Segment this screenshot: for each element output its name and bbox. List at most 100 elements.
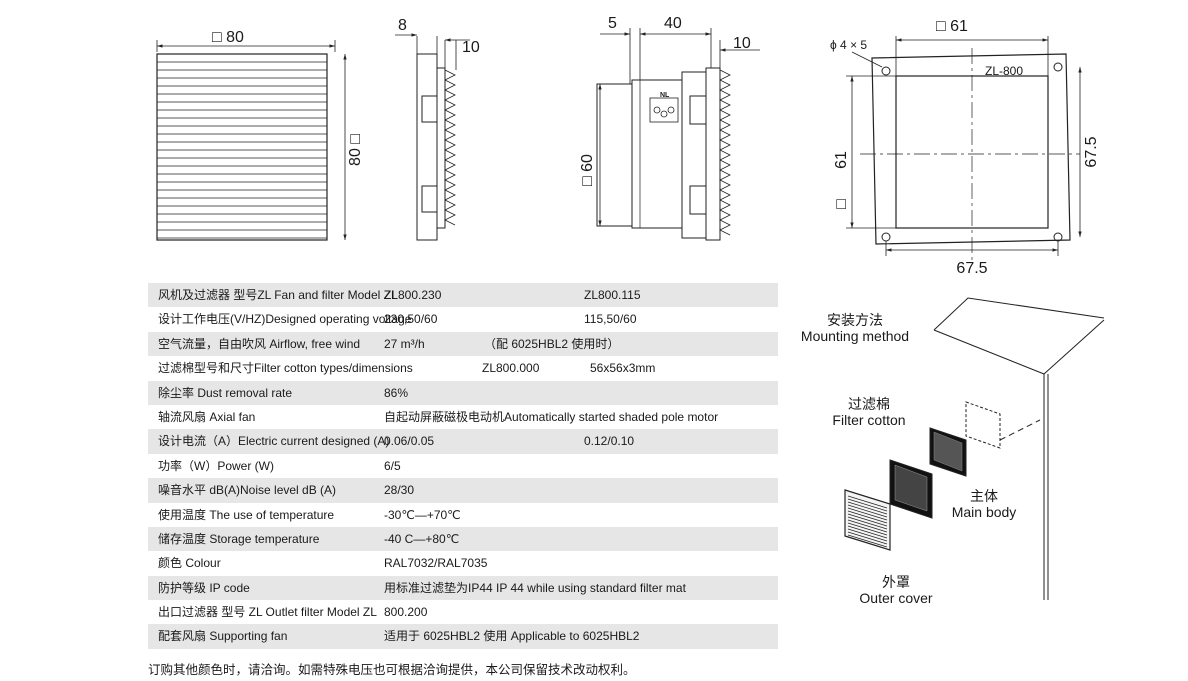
side2-label: NL xyxy=(660,92,670,99)
side-view-2 xyxy=(596,28,760,241)
spec-row: 出口过滤器 型号 ZL Outlet filter Model ZL 800.20… xyxy=(148,600,778,624)
spec-label: 功率（W）Power (W) xyxy=(158,458,274,473)
outer-cover-cn: 外罩 xyxy=(882,574,910,590)
spec-label: 使用温度 The use of temperature xyxy=(158,507,335,522)
spec-value-1: 800.200 xyxy=(384,605,428,620)
spec-row: 空气流量，自由吹风 Airflow, free wind 27 m³/h （配 60… xyxy=(148,331,778,357)
filter-cotton-cn: 过滤棉 xyxy=(848,396,890,412)
spec-label: 颜色 Colour xyxy=(158,556,221,571)
side-view-1 xyxy=(395,33,470,241)
front-side-dim: 80 □ xyxy=(347,134,364,166)
side2-height-dim: □ 60 xyxy=(579,154,596,186)
spec-label: 储存温度 Storage temperature xyxy=(158,531,320,546)
spec-value-1: RAL7032/RAL7035 xyxy=(384,556,488,571)
spec-label: 设计电流（A）Electric current designed (A) xyxy=(158,434,390,449)
cutout-hole-dim: ϕ 4 × 5 xyxy=(830,38,867,52)
spec-row: 颜色 Colour RAL7032/RAL7035 xyxy=(148,551,778,575)
cutout-top-dim: □ 61 xyxy=(936,18,968,35)
cover-grille-line xyxy=(847,528,888,542)
cutout-left-box: □ xyxy=(833,199,850,209)
spec-label: 设计工作电压(V/HZ)Designed operating voltage xyxy=(158,312,412,327)
spec-label: 轴流风扇 Axial fan xyxy=(158,409,256,424)
cover-grille-line xyxy=(847,516,888,530)
footnote: 订购其他颜色时，请洽询。如需特殊电压也可根据洽询提供，本公司保留技术改动权利。 xyxy=(148,663,636,677)
spec-value-1: -30℃—+70℃ xyxy=(384,507,461,522)
spec-row: 除尘率 Dust removal rate 86% xyxy=(148,380,778,405)
spec-row: 设计电流（A）Electric current designed (A)0.06… xyxy=(148,429,778,454)
spec-row: 功率（W）Power (W) 6/5 xyxy=(148,454,778,478)
cutout-left-dim: 61 xyxy=(833,151,850,169)
cover-grille-line xyxy=(847,507,888,521)
side2-dim-a: 5 xyxy=(608,15,617,32)
mounting-title: 安装方法 Mounting method xyxy=(797,312,913,344)
spec-value-1: 6/5 xyxy=(384,458,401,473)
side2-dim-c: 10 xyxy=(733,35,751,52)
spec-value-1: 86% xyxy=(384,385,409,400)
cover-grille-line xyxy=(847,510,888,524)
spec-value-2: 115,50/60 xyxy=(584,312,637,327)
cover-grille-line xyxy=(847,531,888,545)
spec-value-1: 27 m³/h xyxy=(384,336,425,351)
outer-cover-en: Outer cover xyxy=(859,590,933,606)
spec-label: 空气流量，自由吹风 Airflow, free wind xyxy=(158,336,361,351)
mounting-title-cn: 安装方法 xyxy=(827,312,883,328)
spec-value-3: 56x56x3mm xyxy=(590,361,656,376)
main-body-en: Main body xyxy=(951,504,1017,520)
spec-row: 防护等级 IP code 用标准过滤垫为IP44 IP 44 while usin… xyxy=(148,575,778,601)
side2-dim-b: 40 xyxy=(664,15,682,32)
filter-cotton-en: Filter cotton xyxy=(832,412,906,428)
spec-value-2: （配 6025HBL2 使用时） xyxy=(484,336,620,351)
cover-grille-line xyxy=(847,519,888,533)
spec-label: 防护等级 IP code xyxy=(158,580,250,595)
spec-row: 储存温度 Storage temperature -40 C—+80℃ xyxy=(148,526,778,552)
spec-row: 过滤棉型号和尺寸Filter cotton types/dimensions ZL… xyxy=(148,356,778,380)
spec-row: 配套风扇 Supporting fan 适用于 6025HBL2 使用 Appli… xyxy=(148,624,778,649)
spec-label: 出口过滤器 型号 ZL Outlet filter Model ZL xyxy=(158,605,377,620)
spec-value-1: 适用于 6025HBL2 使用 Applicable to 6025HBL2 xyxy=(384,629,640,644)
mounting-title-en: Mounting method xyxy=(800,328,910,344)
spec-value-1: 230,50/60 xyxy=(384,312,438,327)
spec-value-1: -40 C—+80℃ xyxy=(384,531,460,546)
spec-value-1: 用标准过滤垫为IP44 IP 44 while using standard f… xyxy=(384,580,686,595)
spec-label: 配套风扇 Supporting fan xyxy=(158,629,288,644)
spec-value-2: ZL800.000 xyxy=(482,361,540,376)
spec-value-1: 0.06/0.05 xyxy=(384,434,435,449)
outer-cover-label: 外罩 Outer cover xyxy=(854,574,938,606)
spec-label: 噪音水平 dB(A)Noise level dB (A) xyxy=(158,483,337,498)
cover-grille-line xyxy=(847,525,888,539)
cutout-right-dim: 67.5 xyxy=(1083,136,1100,167)
spec-value-2: 0.12/0.10 xyxy=(584,434,635,449)
side1-dim-a: 8 xyxy=(398,17,407,34)
front-top-dim: □ 80 xyxy=(212,29,244,46)
spec-value-1: ZL800.230 xyxy=(384,288,442,302)
filter-cotton-label: 过滤棉 Filter cotton xyxy=(822,396,916,428)
spec-label: 风机及过滤器 型号ZL Fan and filter Model ZL xyxy=(158,288,398,302)
spec-value-1: 28/30 xyxy=(384,483,415,498)
cutout-bottom-dim: 67.5 xyxy=(956,260,987,277)
main-body-cn: 主体 xyxy=(970,488,998,504)
spec-value-2: ZL800.115 xyxy=(584,288,641,302)
mounting-illustration xyxy=(844,297,1105,600)
cutout-model: ZL-800 xyxy=(985,64,1023,78)
cover-grille-line xyxy=(847,513,888,527)
main-body-label: 主体 Main body xyxy=(946,488,1022,520)
cover-grille-line xyxy=(847,504,888,518)
cutout-view xyxy=(846,36,1082,260)
spec-label: 除尘率 Dust removal rate xyxy=(158,385,293,400)
cover-grille-line xyxy=(847,522,888,536)
spec-label: 过滤棉型号和尺寸Filter cotton types/dimensions xyxy=(158,361,413,376)
spec-row: 噪音水平 dB(A)Noise level dB (A) 28/30 xyxy=(148,478,778,503)
cover-grille-line xyxy=(847,495,888,509)
cover-grille-line xyxy=(847,534,888,548)
cover-grille-line xyxy=(847,498,888,512)
spec-row: 使用温度 The use of temperature -30℃—+70℃ xyxy=(148,503,778,527)
front-view xyxy=(156,40,347,241)
spec-row: 轴流风扇 Axial fan 自起动屏蔽磁极电动机Automatically st… xyxy=(148,405,778,429)
side1-dim-b: 10 xyxy=(462,39,480,56)
spec-value-1: 自起动屏蔽磁极电动机Automatically started shaded p… xyxy=(384,409,719,424)
cover-grille-line xyxy=(847,501,888,515)
